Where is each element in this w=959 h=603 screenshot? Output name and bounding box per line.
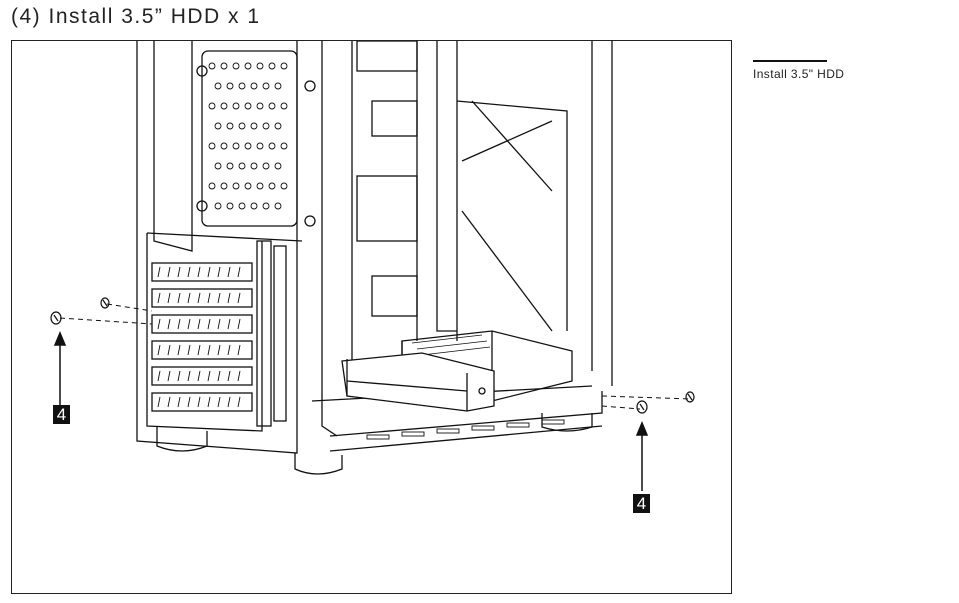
pc-case-line-drawing (50, 41, 695, 491)
installation-figure: 4 4 (11, 40, 732, 594)
case-interior (156, 41, 613, 475)
callout-badge-right: 4 (633, 494, 650, 513)
screw-icon (50, 297, 695, 414)
expansion-slots (146, 233, 287, 432)
side-note: Install 3.5" HDD (753, 60, 844, 81)
case-back-panel (136, 41, 316, 454)
step-title: (4) Install 3.5” HDD x 1 (11, 5, 261, 28)
arrow-up-icon (53, 331, 649, 491)
side-note-rule (753, 60, 827, 62)
hdd-assembly (341, 330, 573, 412)
screw-guide-lines (59, 303, 693, 410)
callout-badge-left: 4 (53, 405, 70, 424)
side-note-label: Install 3.5" HDD (753, 67, 845, 81)
